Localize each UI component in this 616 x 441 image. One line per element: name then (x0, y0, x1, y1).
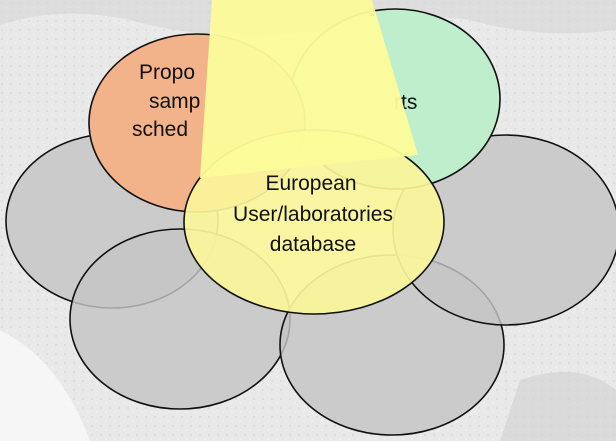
center-label-line-3: database (270, 233, 356, 256)
yellow-beam-overlay (200, 0, 418, 178)
orange-circle-label: Propo samp sched (132, 61, 200, 141)
center-circle-label: European User/laboratories database (233, 172, 393, 256)
orange-label-line-1: Propo (139, 61, 195, 84)
background-shading-right (500, 372, 616, 441)
orange-label-line-2: samp (149, 90, 200, 113)
center-label-line-2: User/laboratories (233, 203, 393, 226)
background-highlight-left (0, 330, 90, 441)
orange-label-line-3: sched (132, 118, 188, 141)
center-label-line-1: European (265, 172, 356, 195)
